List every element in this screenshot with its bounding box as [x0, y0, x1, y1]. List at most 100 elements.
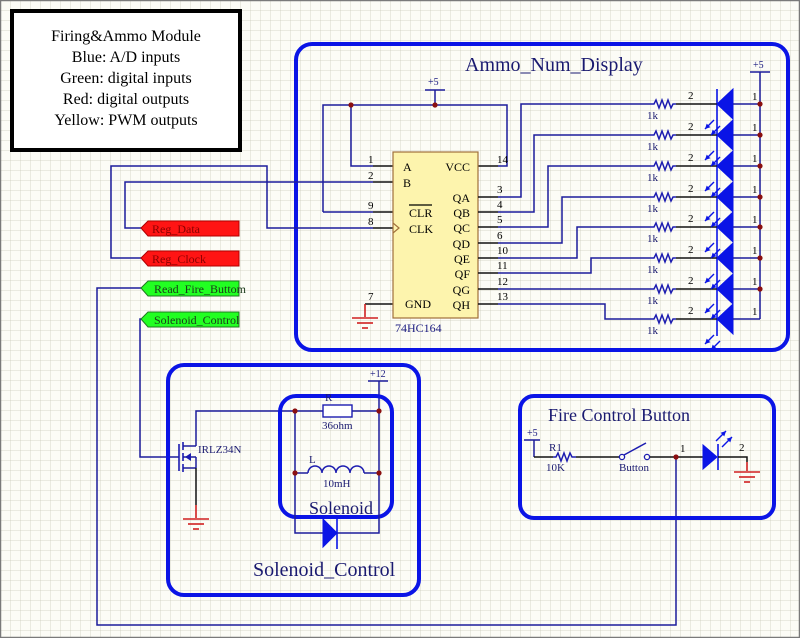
led-anode-pin: 1	[752, 214, 758, 226]
port-read-fire-button[interactable]: Read_Fire_Buttom	[140, 280, 247, 297]
emission-arrow-icon	[710, 125, 721, 136]
solenoid-title: Solenoid	[309, 498, 373, 518]
pin-number: 10	[497, 245, 509, 257]
fire-indicator-led-icon[interactable]	[702, 430, 733, 471]
solenoid-frame[interactable]	[278, 394, 394, 519]
pin-name-qh: QH	[453, 298, 471, 312]
chip-body[interactable]	[392, 151, 479, 319]
fire-control-block[interactable]: Fire Control Button +5 R1 10K Button 1 2	[518, 394, 776, 520]
mosfet-part-label: IRLZ34N	[198, 444, 241, 456]
resistor-icon[interactable]	[650, 220, 676, 234]
emission-arrow-icon	[710, 248, 721, 259]
pin-name-b: B	[403, 176, 411, 190]
ammo-num-display-block[interactable]: Ammo_Num_Display +5 1 2 9 8 7 14	[294, 42, 790, 352]
led-icon[interactable]	[716, 180, 734, 214]
inductor-ref: L	[309, 454, 316, 466]
net-wire	[498, 165, 650, 228]
junction-dot	[292, 408, 298, 414]
port-label: Read_Fire_Buttom	[154, 282, 247, 296]
resistor-value: 1k	[647, 264, 659, 276]
resistor-icon[interactable]	[650, 97, 676, 111]
port-shape[interactable]	[140, 280, 240, 297]
port-label: Reg_Clock	[152, 252, 206, 266]
emission-arrow-icon	[715, 430, 727, 442]
resistor-icon[interactable]	[650, 190, 676, 204]
junction-dot	[348, 102, 354, 108]
led-power-symbol[interactable]: +5	[750, 60, 770, 73]
resistor-r[interactable]	[322, 404, 353, 418]
junction-dot	[292, 470, 298, 476]
fire-button-switch[interactable]	[618, 442, 651, 461]
led-cathode-pin: 2	[688, 121, 694, 133]
mosfet-transistor[interactable]	[178, 442, 197, 472]
pin-number: 12	[497, 276, 508, 288]
port-reg-data[interactable]: Reg_Data	[140, 220, 240, 237]
pin-number-vcc: 14	[497, 154, 509, 166]
led-icon[interactable]	[716, 87, 734, 121]
chip-supply-label: +5	[428, 77, 439, 88]
led-cathode-pin: 2	[688, 183, 694, 195]
chip-power-symbol[interactable]: +5	[425, 77, 445, 105]
emission-arrow-icon	[710, 279, 721, 290]
led-icon[interactable]	[716, 149, 734, 183]
junction-dot	[376, 470, 382, 476]
junction-dot	[432, 102, 438, 108]
led-anode-pin: 1	[752, 153, 758, 165]
fire-power-symbol[interactable]: +5	[524, 428, 540, 457]
resistor-icon[interactable]	[650, 128, 676, 142]
resistor-icon[interactable]	[650, 159, 676, 173]
flyback-diode-icon[interactable]	[322, 517, 338, 549]
junction-dot	[757, 163, 763, 169]
junction-dot	[757, 286, 763, 292]
emission-arrow-icon	[704, 211, 715, 222]
wire	[718, 456, 748, 462]
port-shape[interactable]	[140, 220, 240, 237]
port-label: Solenoid_Control	[154, 313, 240, 327]
emission-arrow-icon	[704, 181, 715, 192]
resistor-r1[interactable]	[553, 450, 576, 464]
resistor-icon[interactable]	[650, 312, 676, 326]
fire-control-frame[interactable]	[518, 394, 776, 520]
net-wire	[498, 257, 650, 274]
resistor-value: 1k	[647, 110, 659, 122]
pin-name-qd: QD	[453, 237, 471, 251]
port-shape[interactable]	[140, 311, 240, 328]
led-icon[interactable]	[716, 272, 734, 306]
resistor-value: 1k	[647, 141, 659, 153]
ground-icon	[734, 462, 760, 483]
resistor-ref: R	[325, 392, 333, 404]
solenoid-control-block[interactable]: Solenoid_Control IRLZ34N +12	[166, 363, 421, 597]
solenoid-control-frame[interactable]	[166, 363, 421, 597]
ammo-display-frame[interactable]	[294, 42, 790, 352]
resistor-icon[interactable]	[650, 282, 676, 296]
legend-line-red: Red: digital outputs	[63, 91, 189, 108]
port-shape[interactable]	[140, 250, 240, 267]
led-icon[interactable]	[716, 118, 734, 152]
inductor-coil-icon[interactable]	[307, 465, 365, 474]
port-reg-clock[interactable]: Reg_Clock	[140, 250, 240, 267]
port-solenoid-control[interactable]: Solenoid_Control	[140, 311, 240, 328]
emission-arrow-icon	[704, 119, 715, 130]
resistor-icon[interactable]	[650, 251, 676, 265]
led-supply-label: +5	[753, 60, 764, 71]
led-pin1-label: 1	[680, 443, 686, 455]
led-icon[interactable]	[716, 210, 734, 244]
solenoid-control-net	[139, 318, 179, 458]
ground-icon	[183, 505, 209, 530]
pin-name-gnd: GND	[405, 297, 431, 311]
junction-dot	[757, 101, 763, 107]
led-icon[interactable]	[716, 302, 734, 336]
pin-number: 6	[497, 230, 503, 242]
pin-number: 13	[497, 291, 509, 303]
led-icon[interactable]	[716, 241, 734, 275]
junction-dot	[757, 194, 763, 200]
net-wire	[498, 134, 650, 213]
diode-wire-left	[294, 411, 323, 534]
solenoid-power-symbol[interactable]: +12	[368, 369, 388, 411]
led-pin2-label: 2	[739, 442, 745, 454]
